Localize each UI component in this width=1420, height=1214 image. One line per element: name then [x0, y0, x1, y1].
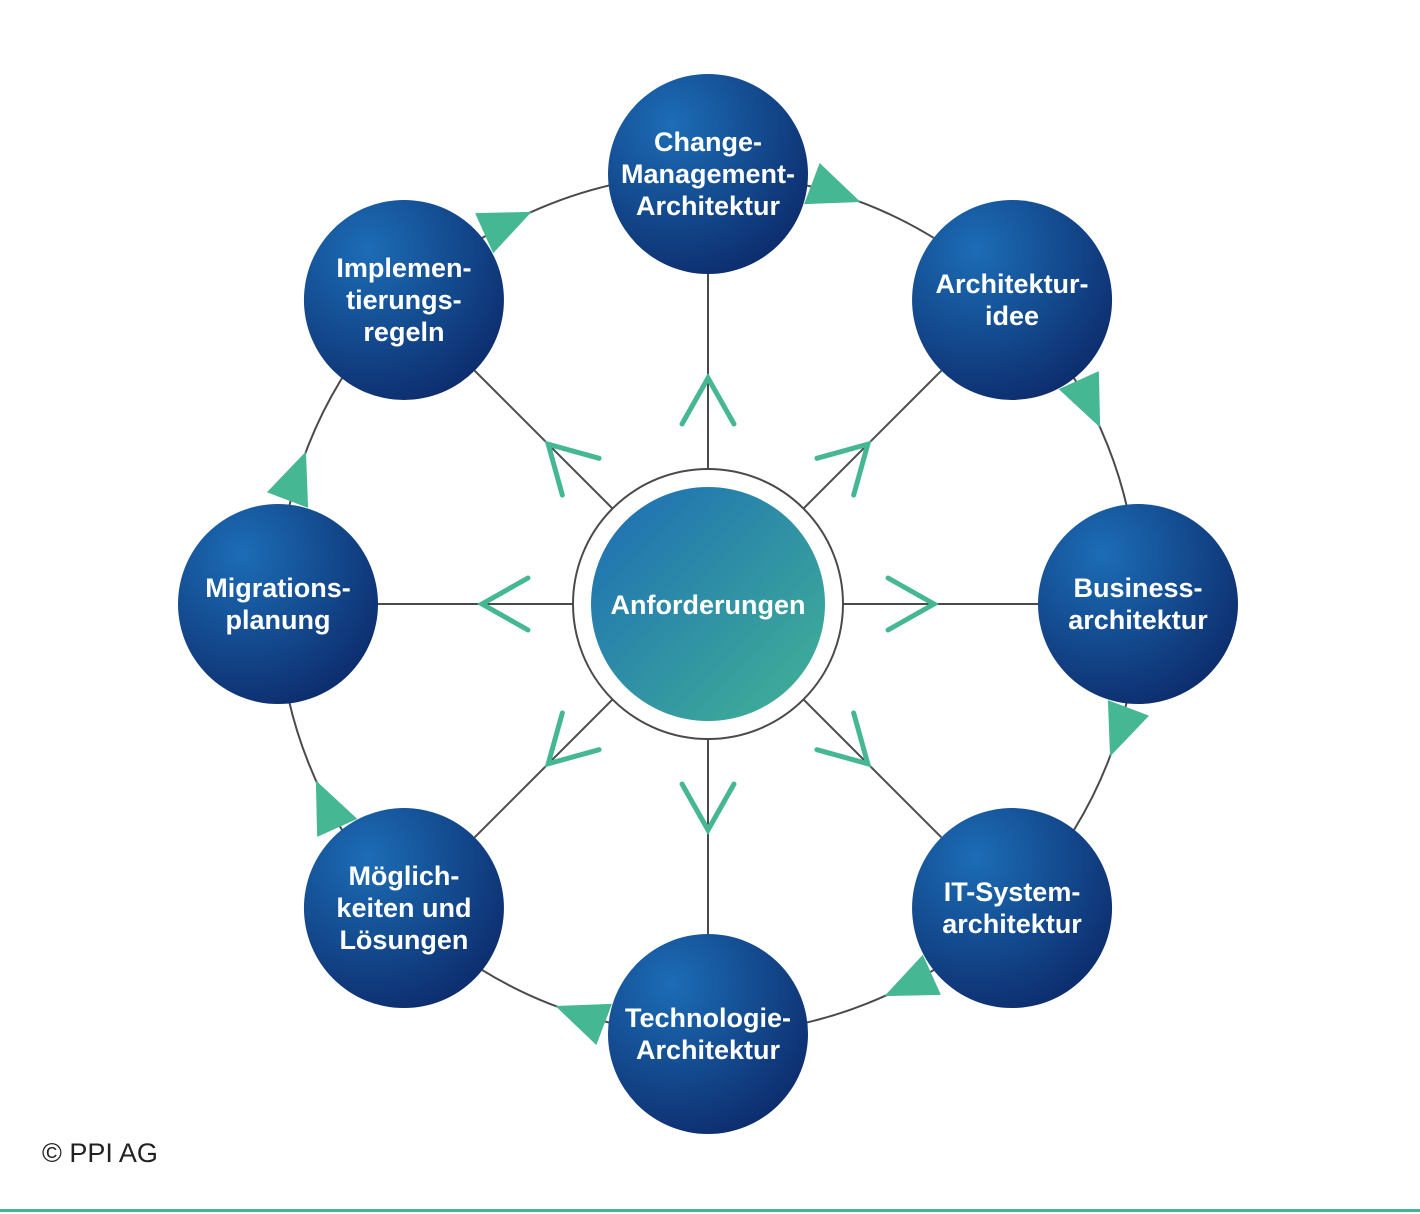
spoke-line-it-systemarchitektur — [802, 698, 943, 839]
outer-nodes: Change-Management-ArchitekturArchitektur… — [178, 74, 1238, 1134]
spoke-arrow-implementierungsregeln — [544, 440, 602, 498]
spoke-arrow-migrationsplanung — [476, 575, 531, 633]
node-migrationsplanung: Migrations-planung — [178, 504, 378, 704]
spoke-arrow-architekturidee — [814, 440, 872, 498]
bottom-divider — [0, 1209, 1420, 1212]
cycle-arrow-2 — [1058, 371, 1101, 428]
spoke-arrow-change-management — [679, 372, 737, 427]
node-circle — [608, 934, 808, 1134]
spoke-line-moeglichkeiten-loesungen — [473, 698, 614, 839]
spokes — [378, 274, 1038, 934]
node-label-line: Architektur- — [936, 269, 1089, 299]
node-circle — [303, 808, 504, 1009]
node-change-management: Change-Management-Architektur — [608, 74, 808, 274]
spoke-arrow-technologie-architektur — [679, 781, 737, 836]
node-label-line: keiten und — [336, 893, 471, 923]
node-label-line: Implemen- — [336, 253, 471, 283]
node-circle — [912, 199, 1113, 400]
node-circle — [608, 74, 808, 274]
copyright-notice: © PPI AG — [42, 1138, 158, 1168]
cycle-arrow-7 — [266, 451, 309, 508]
spoke-arrow-moeglichkeiten-loesungen — [544, 710, 602, 768]
cycle-arrow-6 — [315, 780, 358, 837]
cycle-arrows — [266, 162, 1150, 1046]
node-circle — [303, 199, 504, 400]
cycle-arrow-5 — [555, 1003, 612, 1046]
node-label-line: Lösungen — [339, 925, 468, 955]
node-label-line: Möglich- — [348, 861, 459, 891]
node-label-line: architektur — [1068, 605, 1208, 635]
node-label-line: tierungs- — [346, 285, 462, 315]
node-label-line: Architektur — [636, 191, 781, 221]
spoke-line-architekturidee — [802, 369, 943, 510]
node-label-line: planung — [226, 605, 331, 635]
node-circle — [1038, 504, 1238, 704]
center-label: Anforderungen — [611, 590, 806, 620]
node-label-line: Business- — [1073, 573, 1202, 603]
node-label-line: Management- — [621, 159, 795, 189]
node-label-line: idee — [985, 301, 1039, 331]
node-label-line: regeln — [363, 317, 444, 347]
node-circle — [178, 504, 378, 704]
node-circle — [912, 808, 1113, 1009]
cycle-arrow-1 — [804, 162, 861, 205]
cycle-arrow-4 — [884, 954, 941, 997]
cycle-arrow-8 — [475, 211, 532, 254]
node-technologie-architektur: Technologie-Architektur — [608, 934, 808, 1134]
node-implementierungsregeln: Implemen-tierungs-regeln — [303, 199, 504, 400]
cycle-arrow-3 — [1107, 700, 1150, 757]
node-label-line: IT-System- — [944, 877, 1081, 907]
center-node: Anforderungen — [572, 468, 844, 740]
node-it-systemarchitektur: IT-System-architektur — [912, 808, 1113, 1009]
spoke-arrows — [476, 372, 940, 836]
node-label-line: architektur — [942, 909, 1082, 939]
node-label-line: Change- — [654, 127, 762, 157]
spoke-arrow-it-systemarchitektur — [814, 710, 872, 768]
node-label-line: Migrations- — [205, 573, 351, 603]
node-businessarchitektur: Business-architektur — [1038, 504, 1238, 704]
node-label-line: Technologie- — [625, 1003, 791, 1033]
node-architekturidee: Architektur-idee — [912, 199, 1113, 400]
spoke-line-implementierungsregeln — [473, 369, 614, 510]
spoke-arrow-businessarchitektur — [885, 575, 940, 633]
node-label-line: Architektur — [636, 1035, 781, 1065]
center-circle — [591, 487, 825, 721]
